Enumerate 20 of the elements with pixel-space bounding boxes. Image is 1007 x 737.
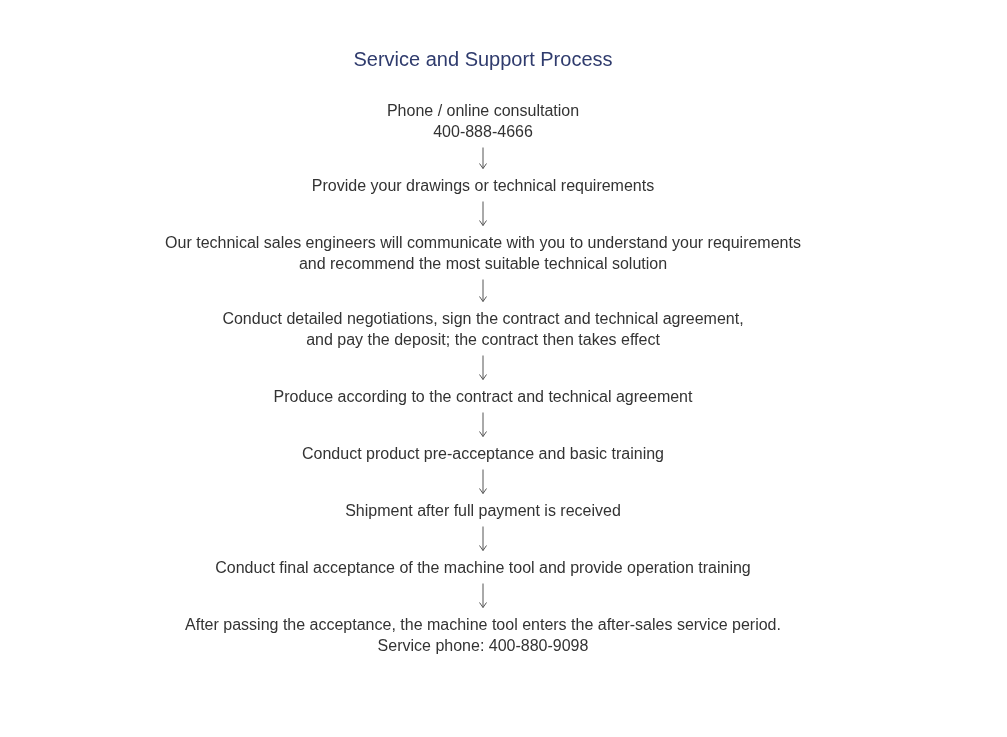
down-arrow — [479, 583, 487, 608]
down-arrow — [479, 526, 487, 551]
down-arrow — [479, 355, 487, 380]
process-step-text: After passing the acceptance, the machine tool enters the after-sales service period. — [185, 614, 781, 635]
down-arrow — [479, 279, 487, 302]
down-arrow — [479, 147, 487, 169]
process-step-detail: 400-888-4666 — [432, 121, 534, 142]
down-arrow — [479, 412, 487, 437]
process-step-text: Provide your drawings or technical requirements — [311, 168, 655, 202]
process-step-text: Conduct detailed negotiations, sign the contract and technical agreement, and pay the deposit; the contract then takes effect — [215, 301, 751, 356]
process-step-text: Shipment after full payment is received — [345, 493, 621, 527]
process-step-detail: Service phone: 400-880-9098 — [376, 635, 590, 656]
process-step-text: Conduct product pre-acceptance and basic training — [302, 436, 664, 470]
down-arrow — [479, 201, 487, 226]
diagram-title: Service and Support Process — [353, 47, 613, 71]
process-step-text: Our technical sales engineers will communicate with you to understand your requirements and recommend the most suitable technical solution — [157, 225, 809, 280]
process-step-text: Produce according to the contract and technical agreement — [273, 379, 693, 413]
process-step-text: Conduct final acceptance of the machine tool and provide operation training — [215, 550, 751, 584]
down-arrow — [479, 469, 487, 494]
process-step-text: Phone / online consultation — [386, 100, 580, 121]
